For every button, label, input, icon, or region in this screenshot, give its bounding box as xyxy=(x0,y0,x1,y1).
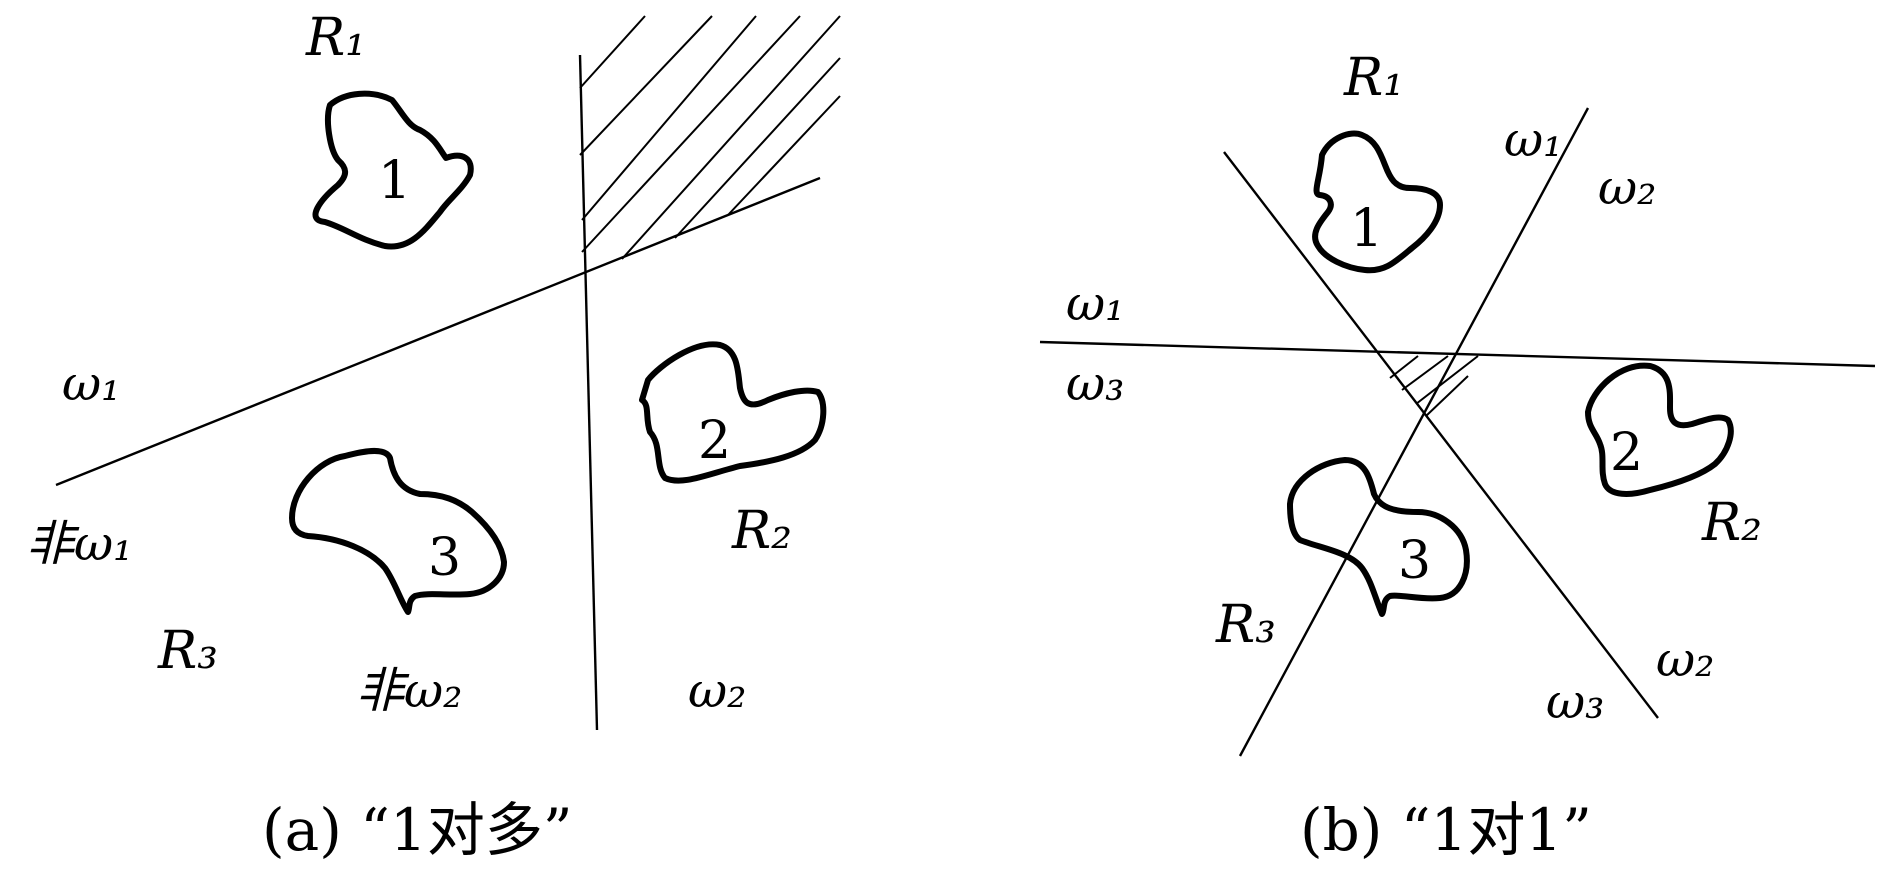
panel-a-region-r1: R₁ xyxy=(305,8,366,68)
panel-a-label-w2: ω₂ xyxy=(688,663,746,719)
panel-a-class-2-region xyxy=(639,341,827,484)
panel-a-label-not-w1: 非ω₁ xyxy=(26,516,132,572)
panel-b: 1 2 3 R₁ R₂ R₃ ω₁ ω₂ ω₁ ω₃ ω₂ ω₃ (b) “1对… xyxy=(1039,48,1876,864)
panel-a-hatched-region xyxy=(579,15,841,260)
panel-b-class-3-label: 3 xyxy=(1398,531,1431,591)
panel-a-caption: (a) “1对多” xyxy=(262,796,572,864)
panel-b-class-3-region xyxy=(1287,457,1470,617)
panel-b-label-w3-bottom: ω₃ xyxy=(1546,674,1604,730)
panel-b-region-r3: R₃ xyxy=(1215,595,1276,655)
panel-b-label-w3-left: ω₃ xyxy=(1066,356,1124,412)
panel-b-class-1-label: 1 xyxy=(1350,199,1383,259)
panel-b-label-w1-left: ω₁ xyxy=(1066,276,1124,332)
panel-a-class-1-region xyxy=(312,90,474,250)
panel-b-class-1-region xyxy=(1312,130,1443,274)
panel-b-class-2-region xyxy=(1585,362,1734,497)
panel-a-region-r2: R₂ xyxy=(731,501,792,561)
panel-a-region-r3: R₃ xyxy=(157,621,218,681)
panel-a-class-1-label: 1 xyxy=(378,151,411,211)
panel-b-hatched-region xyxy=(1389,355,1479,417)
panel-b-region-r2: R₂ xyxy=(1701,493,1762,553)
panel-a-label-w1: ω₁ xyxy=(62,356,120,412)
panel-a-boundary-w1 xyxy=(55,176,821,487)
panel-a-class-3-region xyxy=(289,448,507,615)
panel-b-label-w2-top: ω₂ xyxy=(1598,160,1656,216)
panel-a-label-not-w2: 非ω₂ xyxy=(356,663,462,719)
panel-a-class-3-label: 3 xyxy=(428,528,461,588)
panel-b-boundary-w2-w3 xyxy=(1238,107,1590,757)
panel-a: 1 2 3 R₁ R₂ R₃ ω₁ 非ω₁ 非ω₂ ω₂ (a) “1对多” xyxy=(26,8,841,864)
panel-b-label-w2-bottom: ω₂ xyxy=(1656,632,1714,688)
panel-b-label-w1-top: ω₁ xyxy=(1504,112,1562,168)
panel-b-region-r1: R₁ xyxy=(1343,48,1404,108)
panel-b-caption: (b) “1对1” xyxy=(1300,796,1592,864)
panel-b-boundary-w1-w3 xyxy=(1039,340,1876,368)
panel-a-boundary-w2 xyxy=(578,54,599,731)
panel-b-class-2-label: 2 xyxy=(1610,423,1643,483)
panel-a-class-2-label: 2 xyxy=(698,411,731,471)
panel-b-boundary-w1-w2 xyxy=(1223,151,1659,719)
